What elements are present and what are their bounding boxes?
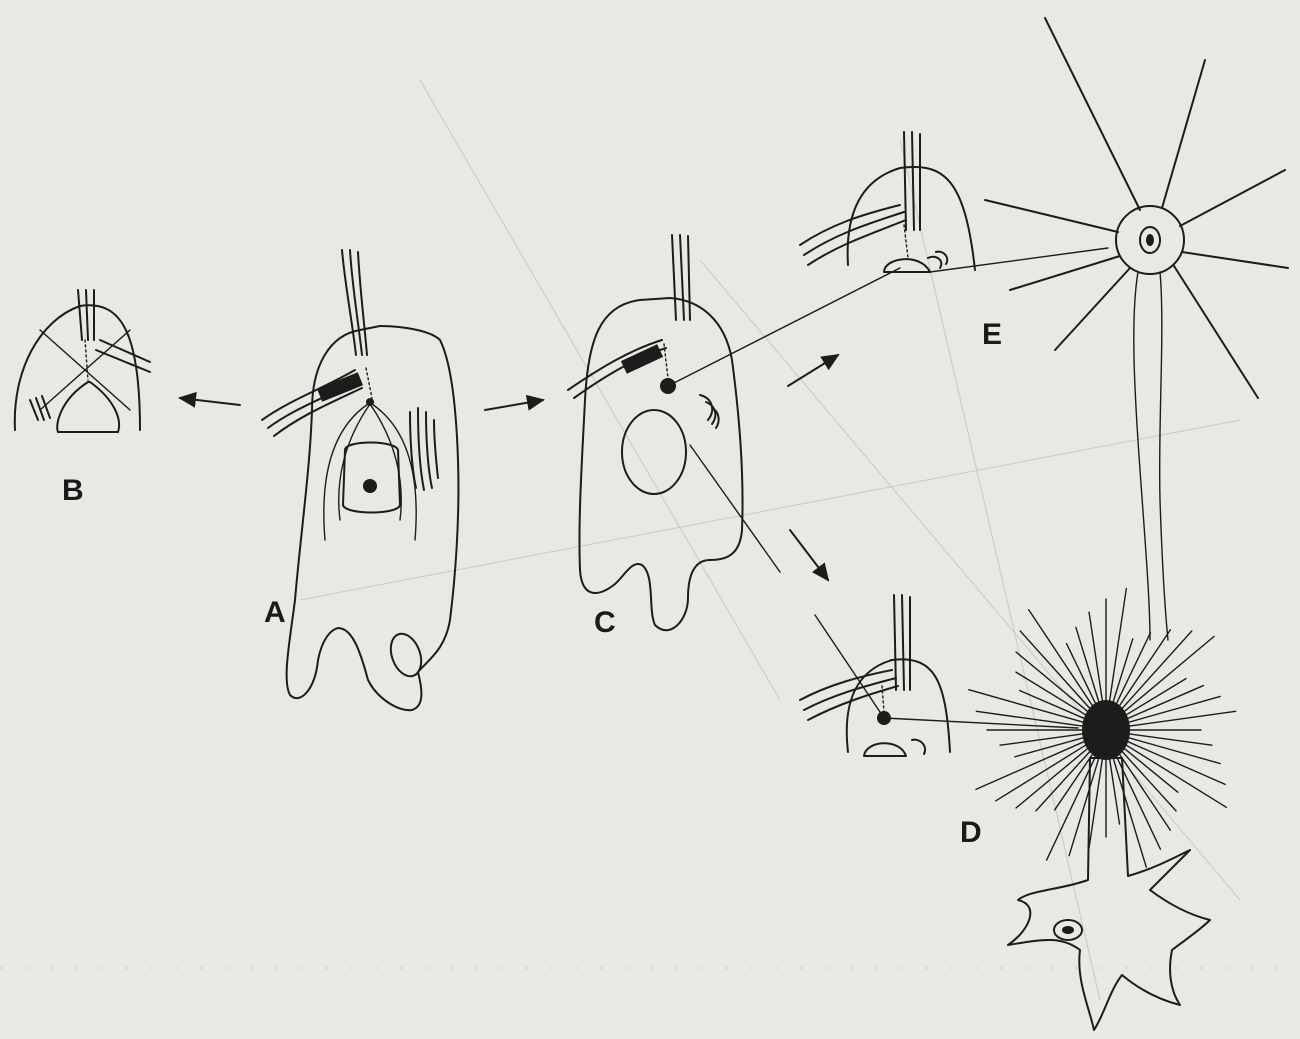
panel-e-detail xyxy=(800,132,975,272)
filopodium-ray xyxy=(1015,737,1085,756)
arrow-a-to-b xyxy=(180,398,240,405)
filopodium-ray xyxy=(1127,737,1220,763)
filopodium-ray xyxy=(1128,734,1212,746)
connector-d-cell xyxy=(884,718,1078,728)
connector-c-d xyxy=(690,445,780,572)
filopodium-ray xyxy=(1000,734,1084,746)
panel-label-b: B xyxy=(62,474,84,507)
filopodium-ray xyxy=(1125,744,1227,807)
filopodium-ray xyxy=(1128,711,1236,726)
filopodium-ray xyxy=(1029,610,1094,708)
panel-label-c: C xyxy=(594,606,616,639)
filopodium-ray xyxy=(1115,633,1150,707)
arrow-a-to-c xyxy=(485,400,543,410)
arrow-c-to-e xyxy=(788,355,838,386)
panel-d-detail xyxy=(800,595,950,756)
filopodium-ray xyxy=(1127,696,1220,722)
filopodium-ray xyxy=(996,744,1088,801)
cell-c: C xyxy=(568,235,743,639)
panel-b: B xyxy=(15,290,150,507)
filopodium-ray xyxy=(1112,639,1133,705)
arrow-c-to-d xyxy=(790,530,828,580)
panel-label-e: E xyxy=(982,318,1002,351)
filopodium-ray xyxy=(1076,627,1100,705)
filopodium-ray xyxy=(1118,630,1170,708)
background-texture xyxy=(0,80,1300,1000)
connector-c-e xyxy=(668,268,900,386)
filopodium-ray xyxy=(1109,756,1119,824)
filopodium-ray xyxy=(1016,652,1089,713)
panel-d-cell: D xyxy=(960,588,1236,1030)
panel-label-a: A xyxy=(264,596,286,629)
cell-a: A xyxy=(262,250,458,710)
panel-e-neuron: E xyxy=(982,18,1288,640)
filopodium-ray xyxy=(976,741,1086,790)
panel-label-d: D xyxy=(960,816,982,849)
